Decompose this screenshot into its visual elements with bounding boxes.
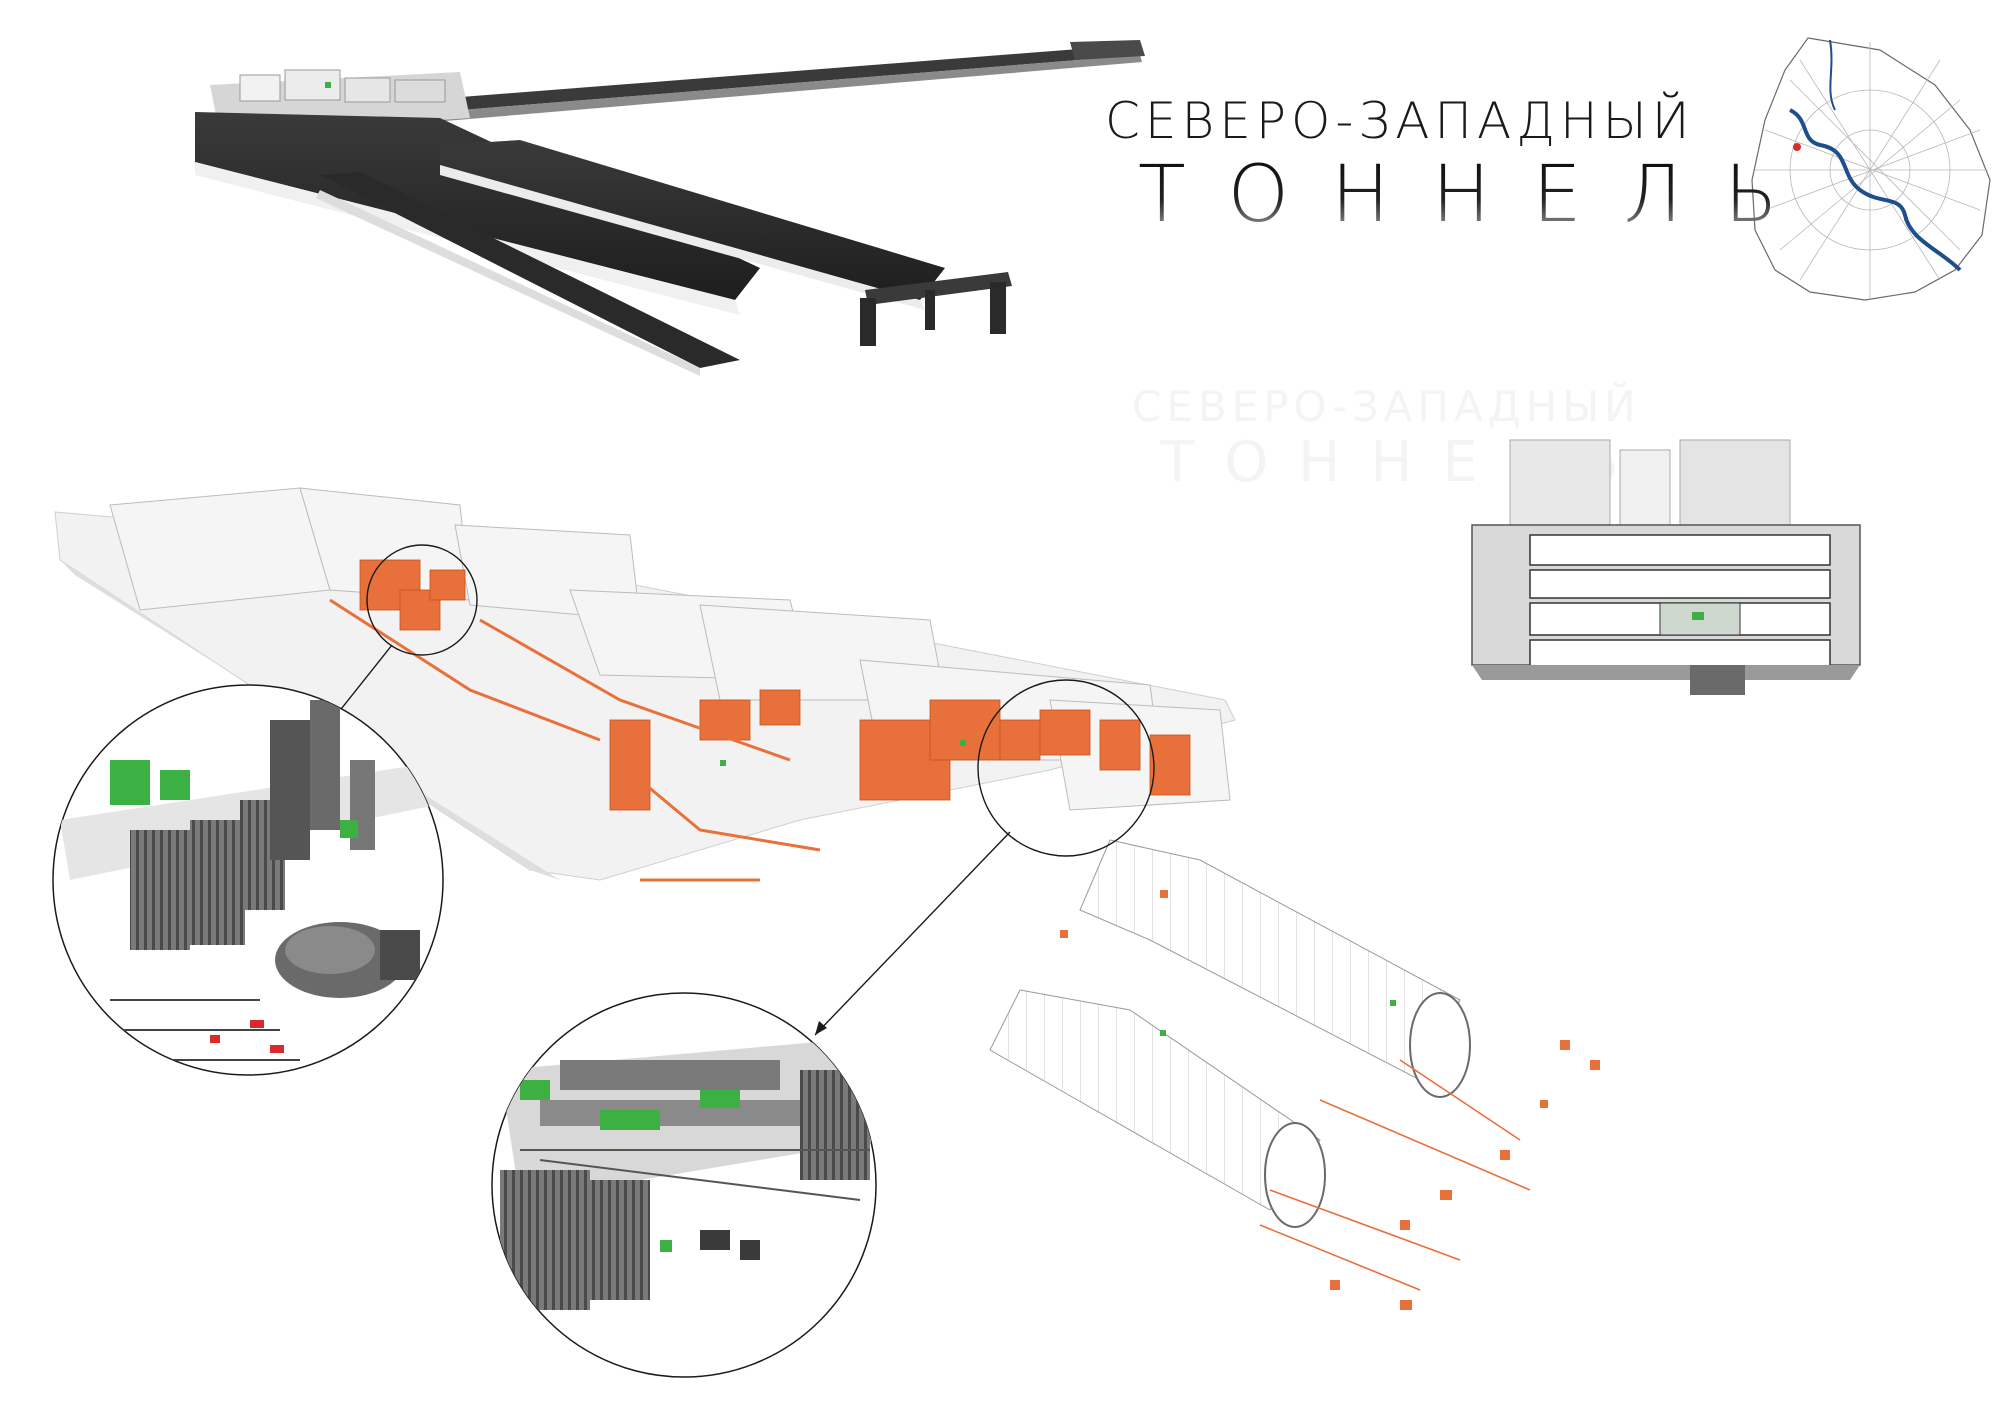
arrow-pointer-icon bbox=[814, 831, 1011, 1036]
location-map bbox=[1751, 37, 1991, 301]
page-title-line2: ТОННЕЛЬ bbox=[1138, 150, 1820, 240]
cross-section-foundation bbox=[1690, 665, 1745, 695]
cross-section-block bbox=[1619, 449, 1671, 531]
callout-ring-2 bbox=[977, 679, 1155, 857]
station-block-1 bbox=[239, 74, 281, 102]
side-trough bbox=[440, 140, 945, 300]
main-model bbox=[54, 487, 1600, 1310]
station-block-4 bbox=[394, 79, 446, 103]
station-block-3 bbox=[344, 77, 391, 103]
detail-view-1 bbox=[52, 684, 444, 1076]
ramp-end-cap bbox=[1070, 40, 1145, 60]
main-trough bbox=[195, 112, 760, 300]
watermark-line1: СЕВЕРО-ЗАПАДНЫЙ bbox=[1132, 382, 1641, 431]
map-river-tributary bbox=[1829, 39, 1836, 111]
cross-section-block bbox=[1679, 439, 1791, 531]
tunnel-rails bbox=[1259, 1059, 1531, 1291]
tunnel-bores bbox=[989, 839, 1600, 1310]
tunnel-bore-lower bbox=[989, 989, 1321, 1211]
engineering-systems bbox=[359, 559, 1191, 811]
station-detail-green bbox=[325, 82, 331, 88]
cross-section bbox=[1471, 439, 1861, 695]
map-road-network bbox=[1755, 42, 1988, 298]
map-location-marker bbox=[1793, 143, 1801, 151]
map-river bbox=[1788, 108, 1962, 272]
overview-model bbox=[195, 40, 1145, 376]
portal-frame bbox=[860, 272, 1012, 346]
cross-section-base bbox=[1472, 665, 1860, 680]
lower-beam-rim bbox=[316, 190, 700, 376]
page-title-line1: СЕВЕРО-ЗАПАДНЫЙ bbox=[1105, 92, 1695, 150]
detail-view-2 bbox=[491, 992, 877, 1378]
equipment-green-accents bbox=[720, 740, 1396, 1036]
tunnel-bore-lower-mouth bbox=[1264, 1122, 1326, 1228]
callout-ring-1 bbox=[366, 544, 478, 656]
side-trough-rim bbox=[440, 165, 925, 310]
station-block-2 bbox=[284, 69, 341, 101]
cross-section-green-equip bbox=[1692, 612, 1704, 620]
lower-beam bbox=[320, 172, 740, 368]
engineering-pipes bbox=[329, 598, 821, 882]
tunnel-bore-upper-mouth bbox=[1409, 992, 1471, 1098]
tunnel-orange-blocks bbox=[1060, 890, 1600, 1310]
cross-section-upper-blocks bbox=[1509, 439, 1611, 531]
